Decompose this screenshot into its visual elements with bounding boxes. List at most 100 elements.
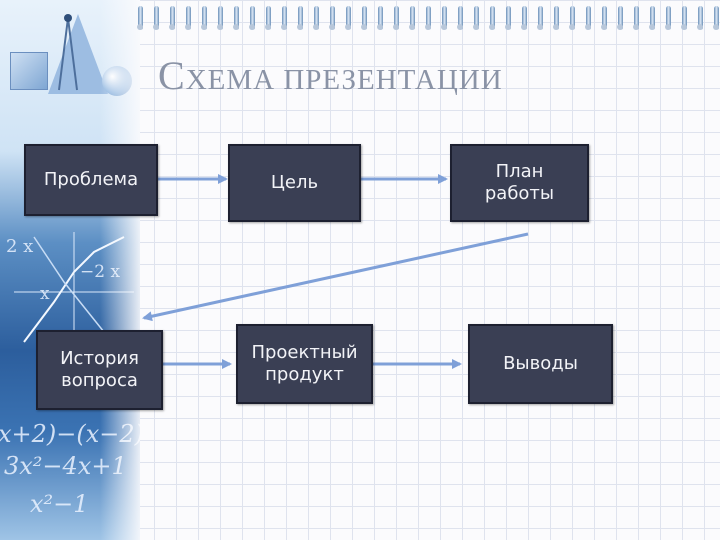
spiral-ring [234,6,239,30]
spiral-ring [618,6,623,30]
spiral-hole [601,24,607,30]
spiral-hole [393,24,399,30]
spiral-ring [442,6,447,30]
spiral-ring [314,6,319,30]
spiral-hole [441,24,447,30]
node-problem: Проблема [24,144,158,216]
title-rest: ХЕМА ПРЕЗЕНТАЦИИ [185,64,503,96]
spiral-hole [409,24,415,30]
spiral-ring [602,6,607,30]
spiral-hole [313,24,319,30]
spiral-ring [138,6,143,30]
spiral-ring [490,6,495,30]
spiral-ring [202,6,207,30]
spiral-hole [281,24,287,30]
spiral-ring [698,6,703,30]
spiral-ring [362,6,367,30]
strip-fade [100,0,140,540]
spiral-ring [458,6,463,30]
spiral-hole [185,24,191,30]
spiral-ring [506,6,511,30]
spiral-ring [682,6,687,30]
spiral-hole [345,24,351,30]
slide-title: СХЕМА ПРЕЗЕНТАЦИИ [158,52,503,99]
node-history-label-1: История [60,347,139,369]
spiral-ring [250,6,255,30]
node-problem-label: Проблема [43,168,139,190]
spiral-ring [650,6,655,30]
spiral-hole [201,24,207,30]
spiral-hole [489,24,495,30]
spiral-hole [169,24,175,30]
spiral-hole [249,24,255,30]
spiral-ring [538,6,543,30]
left-decorative-strip: 2 x −2 x x x+2)−(x−2) 3x²−4x+1 x²−1 [0,0,140,540]
spiral-ring [426,6,431,30]
node-conclusions: Выводы [468,324,613,404]
node-product: Проектный продукт [236,324,373,404]
spiral-hole [377,24,383,30]
spiral-ring [186,6,191,30]
spiral-ring [170,6,175,30]
node-plan: План работы [450,144,589,222]
math-label: 2 x [6,236,34,257]
node-product-label-2: продукт [265,364,344,385]
spiral-hole [537,24,543,30]
spiral-ring [474,6,479,30]
spiral-ring [522,6,527,30]
spiral-hole [297,24,303,30]
spiral-ring [218,6,223,30]
spiral-hole [137,24,143,30]
spiral-ring [554,6,559,30]
spiral-ring [298,6,303,30]
spiral-ring [586,6,591,30]
spiral-hole [361,24,367,30]
spiral-hole [473,24,479,30]
node-history-label-2: вопроса [61,370,138,391]
spiral-ring [346,6,351,30]
spiral-ring [714,6,719,30]
spiral-hole [649,24,655,30]
spiral-ring [410,6,415,30]
spiral-hole [633,24,639,30]
cone-icon [48,14,108,94]
spiral-ring [634,6,639,30]
spiral-hole [425,24,431,30]
spiral-binding [130,4,720,34]
spiral-hole [569,24,575,30]
title-first-letter: С [158,53,186,98]
spiral-hole [553,24,559,30]
node-plan-label-1: План [495,160,544,182]
spiral-ring [282,6,287,30]
node-goal-label: Цель [270,171,319,193]
spiral-hole [697,24,703,30]
node-plan-label-2: работы [484,183,555,204]
spiral-hole [713,24,719,30]
spiral-hole [153,24,159,30]
node-conclusions-label: Выводы [503,352,578,374]
math-label: x [40,284,50,304]
spiral-ring [378,6,383,30]
spiral-hole [329,24,335,30]
spiral-ring [570,6,575,30]
spiral-hole [217,24,223,30]
spiral-hole [521,24,527,30]
compass-icon [58,14,78,91]
formula-text: x²−1 [30,490,89,518]
spiral-hole [265,24,271,30]
spiral-hole [505,24,511,30]
spiral-hole [585,24,591,30]
spiral-hole [681,24,687,30]
node-product-label-1: Проектный [251,341,358,363]
spiral-ring [266,6,271,30]
spiral-hole [457,24,463,30]
node-goal: Цель [228,144,361,222]
spiral-hole [617,24,623,30]
spiral-ring [666,6,671,30]
cube-icon [10,52,48,90]
spiral-ring [330,6,335,30]
spiral-hole [665,24,671,30]
node-history: История вопроса [36,330,163,410]
spiral-ring [394,6,399,30]
spiral-hole [233,24,239,30]
